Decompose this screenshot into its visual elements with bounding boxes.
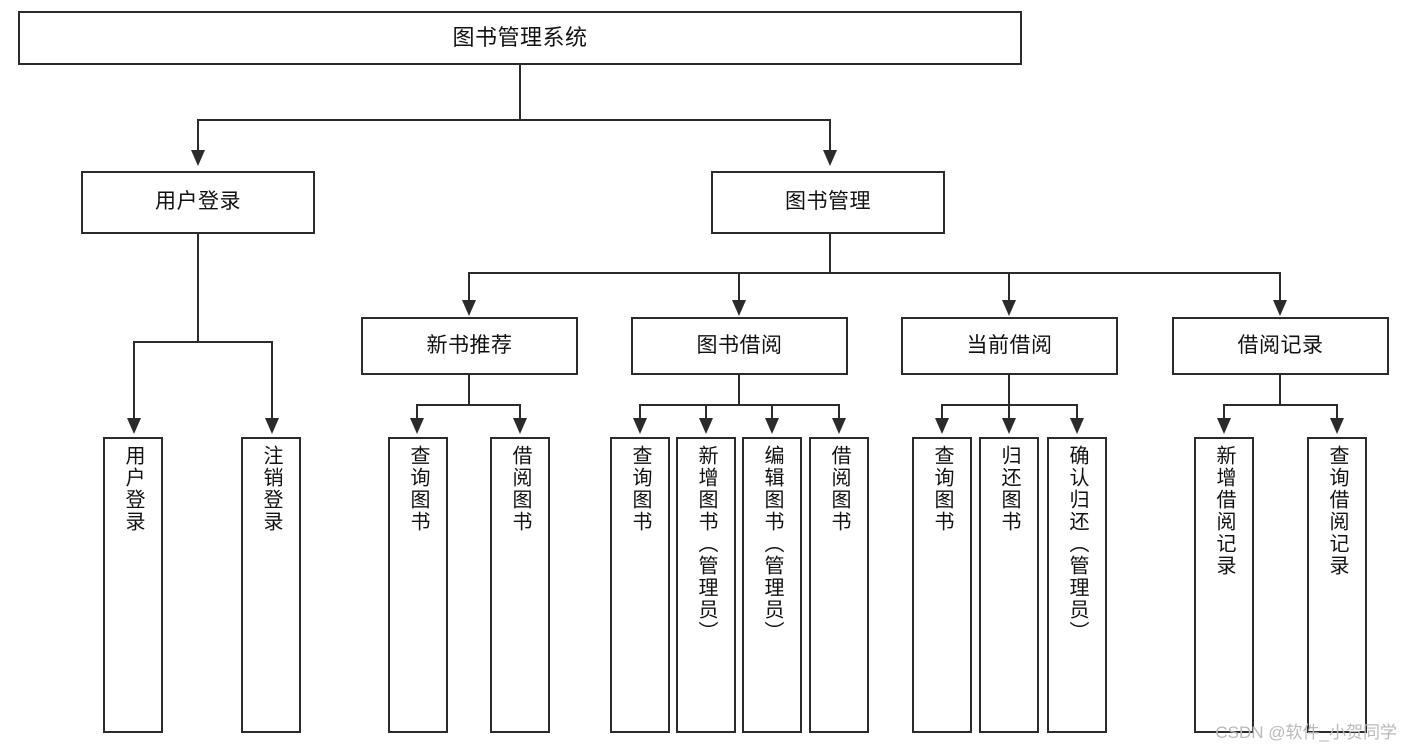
edge-br-stem xyxy=(1279,375,1281,405)
edge-bb-child-4 xyxy=(838,404,840,420)
leaf-nbr-query-book[interactable]: 查询图书 xyxy=(388,437,448,733)
edge-nbr-child-1 xyxy=(416,404,418,420)
edge-user-login-stem xyxy=(197,234,199,342)
arrowhead-br-child-2 xyxy=(1330,418,1344,434)
node-label: 确认归还（管理员） xyxy=(1066,445,1088,643)
edge-root-stem xyxy=(519,65,521,120)
edge-nbr-bus xyxy=(416,404,520,406)
arrowhead-nbr-child-1 xyxy=(410,418,424,434)
edge-book-management-stem xyxy=(829,234,831,273)
arrowhead-bb-child-2 xyxy=(699,418,713,434)
edge-nbr-child-2 xyxy=(519,404,521,420)
arrowhead-bb-child-3 xyxy=(765,418,779,434)
leaf-cb-query-book[interactable]: 查询图书 xyxy=(912,437,972,733)
arrowhead-cb-child-2 xyxy=(1002,418,1016,434)
arrowhead-user-login-child-2 xyxy=(265,418,279,434)
node-label: 借阅图书 xyxy=(828,445,850,533)
edge-cb-stem xyxy=(1008,375,1010,405)
arrowhead-bm-child-3 xyxy=(1002,300,1016,316)
node-root-book-management-system[interactable]: 图书管理系统 xyxy=(18,11,1022,65)
node-label: 查询图书 xyxy=(931,445,953,533)
node-label: 新增图书（管理员） xyxy=(695,445,717,643)
edge-bm-child-2 xyxy=(738,272,740,302)
edge-to-user-login xyxy=(197,119,199,151)
arrowhead-bm-child-1 xyxy=(462,300,476,316)
node-label: 查询图书 xyxy=(407,445,429,533)
arrowhead-bm-child-2 xyxy=(732,300,746,316)
edge-nbr-stem xyxy=(468,375,470,405)
node-label: 注销登录 xyxy=(260,445,282,533)
arrowhead-br-child-1 xyxy=(1217,418,1231,434)
leaf-bb-query-book[interactable]: 查询图书 xyxy=(610,437,670,733)
leaf-bb-add-book-admin[interactable]: 新增图书（管理员） xyxy=(676,437,736,733)
node-label: 当前借阅 xyxy=(966,333,1053,357)
node-user-login[interactable]: 用户登录 xyxy=(81,171,315,234)
arrowhead-bm-child-4 xyxy=(1273,300,1287,316)
arrowhead-bb-child-1 xyxy=(633,418,647,434)
edge-bm-child-3 xyxy=(1008,272,1010,302)
arrowhead-book-management xyxy=(823,150,837,166)
node-label: 借阅图书 xyxy=(509,445,531,533)
node-borrow-record[interactable]: 借阅记录 xyxy=(1172,317,1389,375)
leaf-user-login-login[interactable]: 用户登录 xyxy=(103,437,163,733)
node-label: 新书推荐 xyxy=(426,333,513,357)
leaf-bb-edit-book-admin[interactable]: 编辑图书（管理员） xyxy=(742,437,802,733)
edge-bb-child-1 xyxy=(639,404,641,420)
edge-br-bus xyxy=(1223,404,1337,406)
node-label: 图书借阅 xyxy=(696,333,783,357)
edge-bb-child-2 xyxy=(705,404,707,420)
edge-bb-stem xyxy=(738,375,740,405)
node-label: 查询借阅记录 xyxy=(1326,445,1348,577)
leaf-nbr-borrow-book[interactable]: 借阅图书 xyxy=(490,437,550,733)
edge-user-login-child-1 xyxy=(133,341,135,419)
node-label: 用户登录 xyxy=(122,445,144,533)
node-book-management[interactable]: 图书管理 xyxy=(711,171,945,234)
node-new-book-recommend[interactable]: 新书推荐 xyxy=(361,317,578,375)
leaf-cb-return-book[interactable]: 归还图书 xyxy=(979,437,1039,733)
edge-to-book-management xyxy=(829,119,831,151)
node-current-borrow[interactable]: 当前借阅 xyxy=(901,317,1118,375)
edge-cb-child-3 xyxy=(1076,404,1078,420)
edge-br-child-1 xyxy=(1223,404,1225,420)
edge-cb-child-2 xyxy=(1008,404,1010,420)
watermark-text: CSDN @软件_小贺同学 xyxy=(1215,723,1397,742)
arrowhead-cb-child-1 xyxy=(935,418,949,434)
leaf-user-login-logout[interactable]: 注销登录 xyxy=(241,437,301,733)
edge-br-child-2 xyxy=(1336,404,1338,420)
edge-user-login-child-2 xyxy=(271,341,273,419)
edge-user-login-bus xyxy=(133,341,271,343)
leaf-br-add-record[interactable]: 新增借阅记录 xyxy=(1194,437,1254,733)
edge-bb-child-3 xyxy=(771,404,773,420)
leaf-br-query-record[interactable]: 查询借阅记录 xyxy=(1307,437,1367,733)
node-label: 用户登录 xyxy=(155,190,241,214)
node-label: 借阅记录 xyxy=(1237,333,1324,357)
node-label: 查询图书 xyxy=(629,445,651,533)
node-label: 归还图书 xyxy=(998,445,1020,533)
edge-root-bus xyxy=(197,119,831,121)
leaf-bb-borrow-book[interactable]: 借阅图书 xyxy=(809,437,869,733)
edge-bb-bus xyxy=(639,404,840,406)
node-label: 编辑图书（管理员） xyxy=(761,445,783,643)
node-book-borrow[interactable]: 图书借阅 xyxy=(631,317,848,375)
edge-cb-child-1 xyxy=(941,404,943,420)
edge-book-management-bus xyxy=(468,272,1280,274)
arrowhead-nbr-child-2 xyxy=(513,418,527,434)
edge-bm-child-4 xyxy=(1279,272,1281,302)
arrowhead-bb-child-4 xyxy=(832,418,846,434)
arrowhead-cb-child-3 xyxy=(1070,418,1084,434)
leaf-cb-confirm-return-admin[interactable]: 确认归还（管理员） xyxy=(1047,437,1107,733)
edge-bm-child-1 xyxy=(468,272,470,302)
node-label: 图书管理系统 xyxy=(452,25,588,51)
arrowhead-user-login xyxy=(191,150,205,166)
arrowhead-user-login-child-1 xyxy=(127,418,141,434)
node-label: 图书管理 xyxy=(785,190,871,214)
node-label: 新增借阅记录 xyxy=(1213,445,1235,577)
